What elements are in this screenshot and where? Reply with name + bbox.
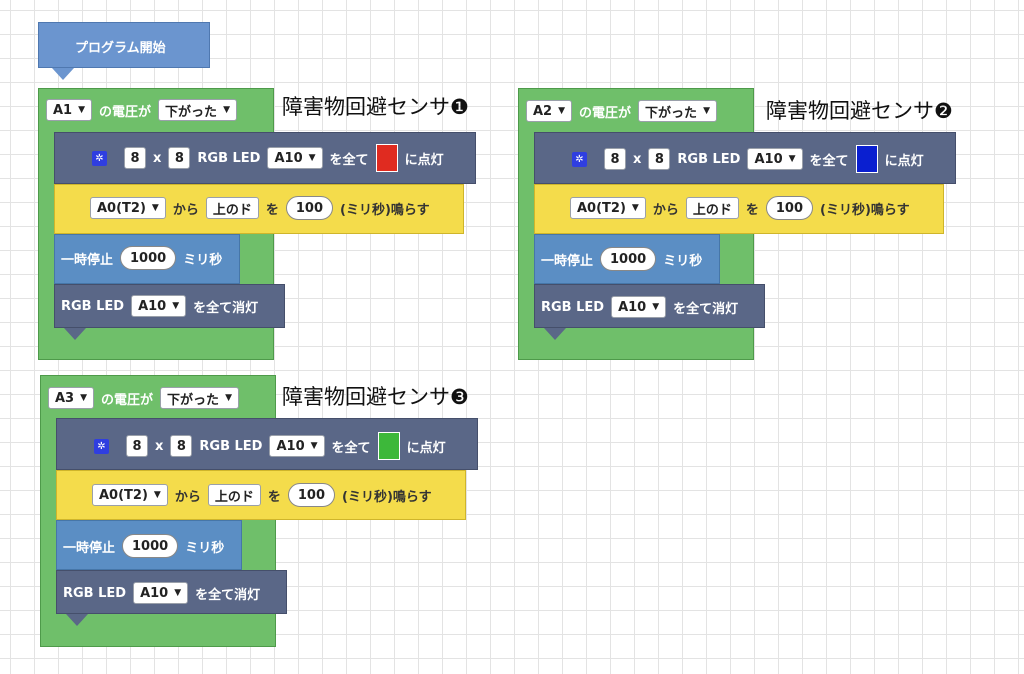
chevron-down-icon: ▼: [308, 153, 316, 163]
sound-duration-input-2[interactable]: 100: [765, 196, 814, 220]
program-start-notch: [52, 68, 74, 80]
chevron-down-icon: ▼: [652, 302, 660, 312]
note-dropdown-2[interactable]: 上のド: [685, 197, 739, 219]
led-label: RGB LED: [677, 151, 741, 167]
led-x-label: x: [155, 438, 164, 454]
led-on-block-2[interactable]: [534, 132, 956, 184]
note-dropdown-3[interactable]: 上のド: [207, 484, 261, 506]
chevron-down-icon: ▼: [558, 106, 566, 116]
pause-unit-label: ミリ秒: [185, 540, 225, 556]
led-cols-3[interactable]: 8: [170, 435, 193, 457]
led-off-suffix: を全て消灯: [193, 300, 259, 316]
led-all-label: を全て: [329, 152, 369, 168]
chevron-down-icon: ▼: [788, 154, 796, 164]
sound-suffix-label: (ミリ秒)鳴らす: [820, 202, 910, 218]
color-swatch-3[interactable]: [377, 432, 400, 460]
chevron-down-icon: ▼: [225, 393, 232, 403]
led-x-label: x: [633, 151, 642, 167]
block-notch: [544, 328, 566, 340]
color-swatch-2[interactable]: [855, 145, 878, 173]
condition-dropdown-3[interactable]: 下がった▼: [160, 387, 239, 409]
led-pin-dropdown-3[interactable]: A10▼: [269, 435, 325, 457]
voltage-label: の電圧が: [579, 105, 632, 121]
sound-suffix-label: (ミリ秒)鳴らす: [340, 202, 430, 218]
led-off-label: RGB LED: [541, 299, 605, 315]
color-swatch-1[interactable]: [375, 144, 398, 172]
group-title-3: 障害物回避センサ❸: [282, 385, 469, 409]
gear-icon[interactable]: ✲: [92, 150, 107, 166]
led-off-pin-dropdown-3[interactable]: A10▼: [133, 582, 189, 604]
pause-duration-input-2[interactable]: 1000: [600, 247, 657, 271]
led-off-pin-dropdown-2[interactable]: A10▼: [611, 296, 667, 318]
sound-from-label: から: [172, 202, 199, 218]
led-rows-1[interactable]: 8: [124, 147, 146, 169]
chevron-down-icon: ▼: [223, 105, 230, 115]
sound-block-3[interactable]: [56, 470, 466, 520]
condition-dropdown-2[interactable]: 下がった▼: [638, 100, 717, 122]
led-rows-3[interactable]: 8: [126, 435, 148, 457]
chevron-down-icon: ▼: [310, 441, 318, 451]
led-on-label: に点灯: [404, 152, 444, 168]
pause-label: 一時停止: [61, 252, 114, 268]
led-off-label: RGB LED: [63, 585, 127, 601]
sound-pin-dropdown-1[interactable]: A0(T2)▼: [90, 197, 166, 219]
pause-duration-input-3[interactable]: 1000: [122, 534, 179, 558]
sound-wo-label: を: [267, 489, 281, 505]
led-label: RGB LED: [199, 438, 263, 454]
program-start-label: プログラム開始: [75, 41, 166, 56]
chevron-down-icon: ▼: [172, 301, 180, 311]
led-label: RGB LED: [197, 150, 261, 166]
sound-from-label: から: [652, 202, 679, 218]
sound-duration-input-1[interactable]: 100: [285, 196, 334, 220]
voltage-label: の電圧が: [99, 104, 152, 120]
note-dropdown-1[interactable]: 上のド: [205, 197, 259, 219]
led-all-label: を全て: [331, 440, 371, 456]
sound-pin-dropdown-3[interactable]: A0(T2)▼: [92, 484, 168, 506]
group-title-1: 障害物回避センサ❶: [282, 95, 469, 119]
led-off-suffix: を全て消灯: [195, 587, 261, 603]
condition-dropdown-1[interactable]: 下がった▼: [158, 99, 237, 121]
led-off-block-1[interactable]: [54, 284, 285, 328]
pause-label: 一時停止: [541, 253, 594, 269]
led-pin-dropdown-2[interactable]: A10▼: [747, 148, 803, 170]
pause-label: 一時停止: [63, 540, 116, 556]
group-title-2: 障害物回避センサ❷: [766, 99, 953, 123]
sound-suffix-label: (ミリ秒)鳴らす: [342, 489, 432, 505]
led-off-label: RGB LED: [61, 298, 125, 314]
led-rows-2[interactable]: 8: [604, 148, 626, 170]
chevron-down-icon: ▼: [151, 203, 159, 213]
pin-dropdown-1[interactable]: A1▼: [46, 99, 93, 121]
led-on-label: に点灯: [406, 440, 446, 456]
gear-icon[interactable]: ✲: [572, 151, 587, 167]
pin-dropdown-3[interactable]: A3▼: [48, 387, 95, 409]
program-start-block[interactable]: プログラム開始: [38, 22, 210, 68]
led-cols-1[interactable]: 8: [168, 147, 191, 169]
led-off-pin-dropdown-1[interactable]: A10▼: [131, 295, 187, 317]
pause-duration-input-1[interactable]: 1000: [120, 246, 177, 270]
led-on-label: に点灯: [884, 153, 924, 169]
led-pin-dropdown-1[interactable]: A10▼: [267, 147, 323, 169]
sound-wo-label: を: [745, 202, 759, 218]
block-notch: [66, 614, 88, 626]
chevron-down-icon: ▼: [153, 490, 161, 500]
gear-icon[interactable]: ✲: [94, 438, 109, 454]
sound-duration-input-3[interactable]: 100: [287, 483, 336, 507]
pause-unit-label: ミリ秒: [663, 253, 703, 269]
chevron-down-icon: ▼: [80, 393, 88, 403]
sound-wo-label: を: [265, 202, 279, 218]
block-notch: [64, 328, 86, 340]
led-cols-2[interactable]: 8: [648, 148, 671, 170]
pause-unit-label: ミリ秒: [183, 252, 223, 268]
chevron-down-icon: ▼: [631, 203, 639, 213]
led-all-label: を全て: [809, 153, 849, 169]
led-x-label: x: [153, 150, 162, 166]
chevron-down-icon: ▼: [78, 105, 86, 115]
sound-from-label: から: [174, 489, 201, 505]
pin-dropdown-2[interactable]: A2▼: [526, 100, 573, 122]
sound-pin-dropdown-2[interactable]: A0(T2)▼: [570, 197, 646, 219]
voltage-label: の電圧が: [101, 392, 154, 408]
chevron-down-icon: ▼: [703, 106, 710, 116]
chevron-down-icon: ▼: [174, 588, 182, 598]
led-off-suffix: を全て消灯: [673, 301, 739, 317]
